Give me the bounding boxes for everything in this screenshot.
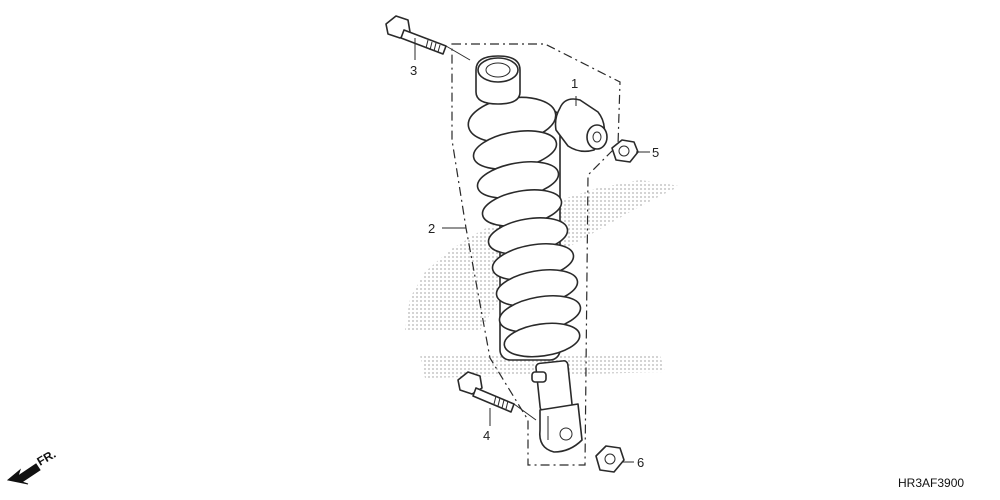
callout-5: 5	[652, 145, 659, 160]
upper-bolt	[385, 15, 471, 61]
callout-6: 6	[637, 455, 644, 470]
lower-nut	[595, 445, 625, 473]
diagram-code: HR3AF3900	[898, 476, 964, 490]
upper-nut	[611, 139, 639, 163]
callout-3: 3	[410, 63, 417, 78]
front-label: FR.	[35, 447, 59, 469]
spring-coils	[467, 96, 582, 358]
callout-2: 2	[428, 221, 435, 236]
lower-bolt	[457, 371, 537, 421]
shock-absorber	[467, 55, 583, 453]
assembly-outline	[451, 43, 621, 466]
callout-1: 1	[571, 76, 578, 91]
bushing	[554, 98, 608, 153]
callout-4: 4	[483, 428, 490, 443]
leader-lines	[414, 38, 650, 463]
arrow-down-left-icon	[6, 463, 41, 485]
